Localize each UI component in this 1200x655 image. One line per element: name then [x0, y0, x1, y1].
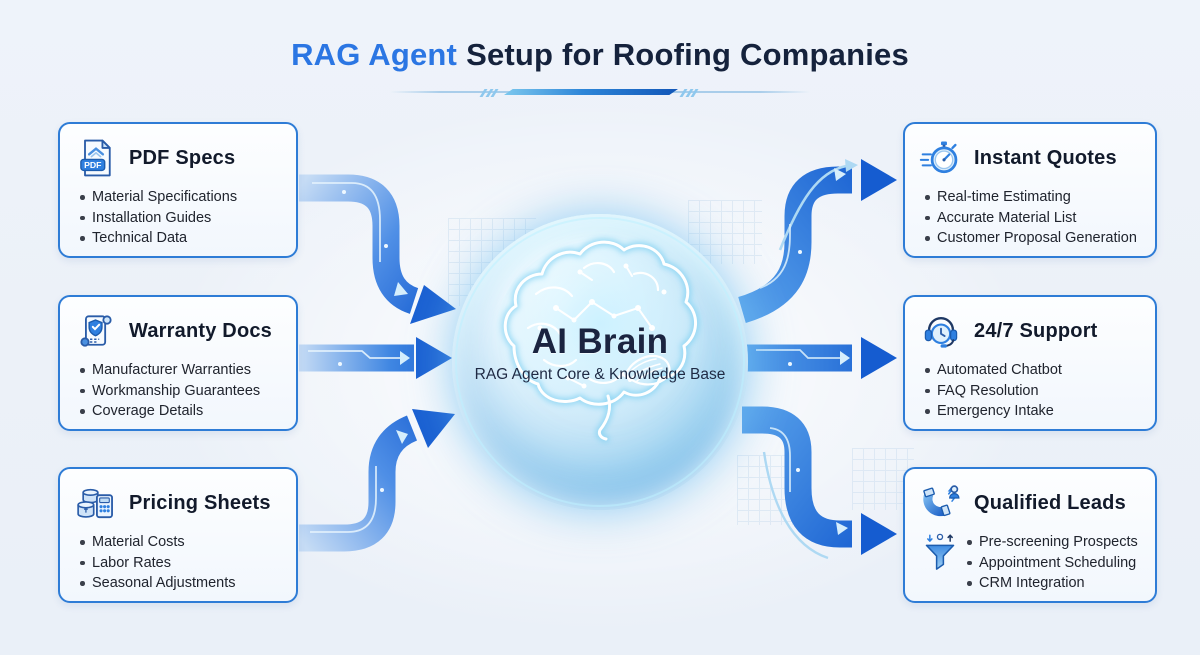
card-247-support: 24/7 Support Automated Chatbot FAQ Resol…	[903, 295, 1157, 431]
list-item: Material Specifications	[78, 187, 282, 208]
list-item: Pre-screening Prospects	[965, 532, 1138, 553]
brain-title: AI Brain	[531, 322, 669, 361]
headset-clock-icon	[924, 316, 958, 348]
list-item: Real-time Estimating	[923, 187, 1141, 208]
title-rest: Setup for Roofing Companies	[466, 37, 909, 72]
arrow-brain-to-support	[744, 337, 897, 379]
list-item: Emergency Intake	[923, 401, 1141, 422]
card-title: PDF Specs	[129, 146, 236, 169]
card-bullet-list: Manufacturer Warranties Workmanship Guar…	[78, 360, 282, 422]
card-bullet-list: Material Costs Labor Rates Seasonal Adju…	[78, 532, 282, 594]
list-item: Seasonal Adjustments	[78, 573, 282, 594]
title-underline-decoration	[390, 86, 810, 100]
card-title: 24/7 Support	[974, 319, 1098, 342]
stopwatch-icon	[919, 141, 958, 174]
card-qualified-leads: Qualified Leads Pre-screening Prospects …	[903, 467, 1157, 603]
ai-brain-core: AI Brain RAG Agent Core & Knowledge Base	[452, 214, 748, 510]
list-item: FAQ Resolution	[923, 381, 1141, 402]
card-title: Pricing Sheets	[129, 491, 271, 514]
list-item: Manufacturer Warranties	[78, 360, 282, 381]
card-title: Warranty Docs	[129, 319, 273, 342]
pdf-badge-text: PDF	[84, 160, 101, 170]
list-item: Automated Chatbot	[923, 360, 1141, 381]
card-title: Instant Quotes	[974, 146, 1117, 169]
list-item: Technical Data	[78, 228, 282, 249]
arrow-brain-to-leads	[742, 406, 897, 560]
card-title: Qualified Leads	[974, 491, 1126, 514]
coins-calculator-icon	[77, 488, 113, 519]
warranty-scroll-shield-icon	[80, 315, 112, 347]
list-item: Workmanship Guarantees	[78, 381, 282, 402]
brain-subtitle: RAG Agent Core & Knowledge Base	[474, 366, 726, 383]
title-accent: RAG Agent	[291, 37, 458, 72]
card-instant-quotes: Instant Quotes Real-time Estimating Accu…	[903, 122, 1157, 258]
list-item: Customer Proposal Generation	[923, 228, 1141, 249]
arrow-pdf-to-brain	[299, 174, 456, 324]
list-item: Coverage Details	[78, 401, 282, 422]
list-item: Installation Guides	[78, 208, 282, 229]
list-item: Material Costs	[78, 532, 282, 553]
magnet-person-icon	[923, 485, 960, 517]
list-item: Accurate Material List	[923, 208, 1141, 229]
card-warranty-docs: Warranty Docs Manufacturer Warranties Wo…	[58, 295, 298, 431]
list-item: CRM Integration	[965, 573, 1138, 594]
arrow-warranty-to-brain	[299, 337, 452, 379]
list-item: Labor Rates	[78, 553, 282, 574]
arrow-brain-to-quotes	[737, 159, 897, 323]
card-bullet-list: Real-time Estimating Accurate Material L…	[923, 187, 1141, 249]
card-bullet-list: Automated Chatbot FAQ Resolution Emergen…	[923, 360, 1141, 422]
list-item: Appointment Scheduling	[965, 553, 1138, 574]
lead-funnel-icon	[925, 533, 955, 570]
arrow-pricing-to-brain	[299, 409, 455, 552]
card-bullet-list: Pre-screening Prospects Appointment Sche…	[965, 532, 1138, 594]
pdf-document-icon: PDF	[80, 139, 111, 177]
card-pdf-specs: PDF PDF Specs Material Specifications In…	[58, 122, 298, 258]
card-pricing-sheets: Pricing Sheets Material Costs Labor Rate…	[58, 467, 298, 603]
card-bullet-list: Material Specifications Installation Gui…	[78, 187, 282, 249]
